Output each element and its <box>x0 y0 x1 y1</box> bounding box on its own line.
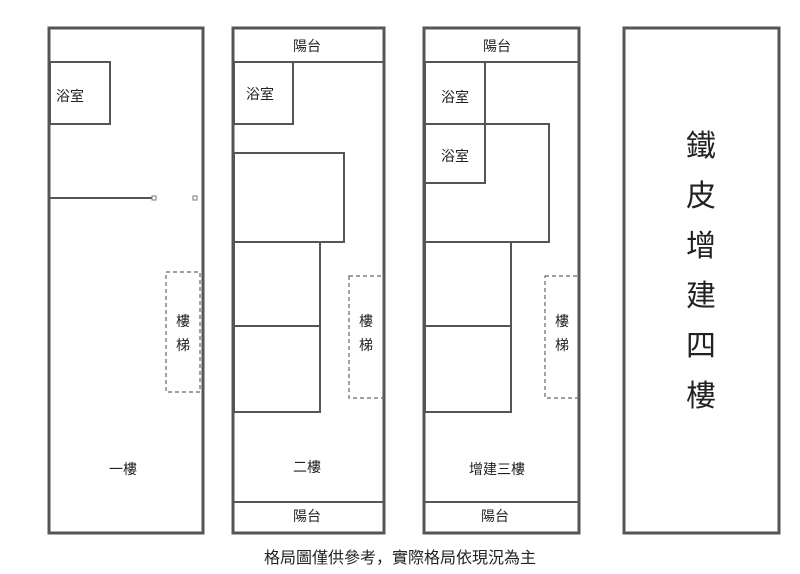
floor4-label-char-2: 皮 <box>686 179 716 214</box>
floor3-bathroom-room-2 <box>424 123 486 184</box>
floor1-stairs-label-2: 梯 <box>176 338 190 354</box>
floor1-bathroom-room <box>49 61 111 125</box>
floor3-stairs-label-2: 梯 <box>555 338 569 354</box>
floor2-outline <box>231 26 386 535</box>
floor4-label-char-4: 建 <box>686 279 716 314</box>
floor4-outline <box>622 26 781 535</box>
floor3-balcony-top-label: 陽台 <box>483 39 511 55</box>
floor3-name-label: 增建三樓 <box>469 462 525 478</box>
floor2-balcony-top-label: 陽台 <box>293 39 321 55</box>
floor1-outline <box>47 26 205 535</box>
floor2-room-a <box>233 152 345 243</box>
floor2-room-b <box>233 241 321 327</box>
floor2-stairs-label-1: 樓 <box>359 314 373 330</box>
floor1-door-marker-2 <box>192 195 198 201</box>
floor3-bathroom-2-label: 浴室 <box>441 148 469 165</box>
floor3-bathroom-1-label: 浴室 <box>441 89 469 106</box>
floor2-stairs-box <box>348 275 384 399</box>
floor3-stairs-label-1: 樓 <box>555 314 569 330</box>
floor3-room-c <box>424 325 512 413</box>
floor2-name-label: 二樓 <box>293 460 321 476</box>
floor4-label-char-3: 增 <box>686 229 716 264</box>
floor4-label-char-5: 四 <box>686 329 716 364</box>
floor2-stairs-label-2: 梯 <box>359 338 373 354</box>
floor1-stairs-label-1: 樓 <box>176 314 190 330</box>
floor4-label-char-1: 鐵 <box>686 129 716 164</box>
disclaimer-caption: 格局圖僅供參考，實際格局依現況為主 <box>264 548 536 567</box>
floor3-balcony-bottom-label: 陽台 <box>481 509 509 525</box>
floor3-room-b <box>424 241 512 327</box>
floor2-bathroom-room <box>233 61 294 125</box>
floor1-name-label: 一樓 <box>109 462 137 478</box>
floor1-stairs-box <box>165 271 201 393</box>
floor3-stairs-box <box>544 275 579 399</box>
floor2-room-c <box>233 325 321 413</box>
floor1-door-marker-1 <box>151 195 157 201</box>
floor2-bathroom-label: 浴室 <box>246 86 274 103</box>
floor1-bathroom-label: 浴室 <box>56 88 84 105</box>
floor4-label-char-6: 樓 <box>686 379 716 414</box>
floor2-balcony-bottom-label: 陽台 <box>293 509 321 525</box>
